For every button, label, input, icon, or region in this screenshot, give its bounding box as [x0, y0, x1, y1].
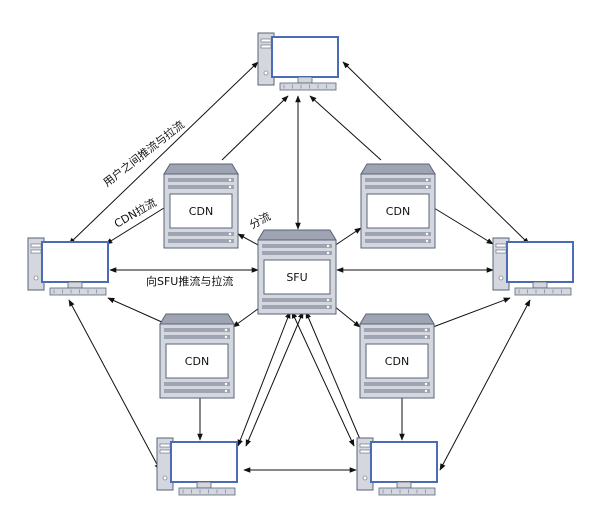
edge-cdn-tl-left — [105, 207, 165, 245]
label-sfu-push-pull: 向SFU推流与拉流 — [146, 274, 233, 288]
nodes: CDN CDN SFU CDN CDN — [27, 32, 574, 496]
cdn-server-bottom-right: CDN — [359, 313, 435, 399]
edge-top-left-computer — [68, 61, 259, 245]
cdn-server-bottom-left-label: CDN — [185, 355, 209, 368]
edge-cdn-bl-left — [107, 297, 165, 324]
edge-cdn-br-right — [432, 297, 511, 328]
sfu-server: SFU — [257, 229, 337, 315]
edge-sfu-cdn-br — [333, 305, 361, 328]
edge-cdn-tl-top — [221, 95, 289, 161]
edge-sfu-bottom-left — [237, 311, 291, 447]
label-distribute: 分流 — [247, 209, 273, 232]
computer-bottom-right — [356, 437, 438, 496]
sfu-server-label: SFU — [286, 271, 307, 284]
cdn-server-top-right: CDN — [360, 163, 436, 249]
cdn-server-top-left-label: CDN — [189, 205, 213, 218]
edge-sfu-cdn-tr — [333, 227, 362, 247]
computer-bottom-left — [156, 437, 238, 496]
cdn-server-bottom-right-label: CDN — [385, 355, 409, 368]
cdn-server-bottom-left: CDN — [159, 313, 235, 399]
edge-sfu-bottom-right — [305, 311, 363, 445]
cdn-server-top-right-label: CDN — [386, 205, 410, 218]
edge-cdn-tr-top — [309, 95, 382, 161]
computer-right — [492, 237, 574, 296]
cdn-server-top-left: CDN — [163, 163, 239, 249]
edges — [68, 61, 531, 473]
edge-top-right-computer — [342, 61, 530, 245]
edge-left-bottom-left — [68, 299, 161, 471]
edge-cdn-tr-right — [433, 207, 494, 245]
label-cdn-pull: CDN拉流 — [112, 195, 159, 230]
edge-right-bottom-right — [439, 299, 531, 471]
computer-top — [257, 32, 339, 91]
edge-sfu-cdn-tl — [237, 233, 261, 247]
edge-sfu-bottom-left-2 — [245, 311, 304, 447]
edge-sfu-bottom-right-2 — [291, 311, 355, 447]
computer-left — [27, 237, 109, 296]
